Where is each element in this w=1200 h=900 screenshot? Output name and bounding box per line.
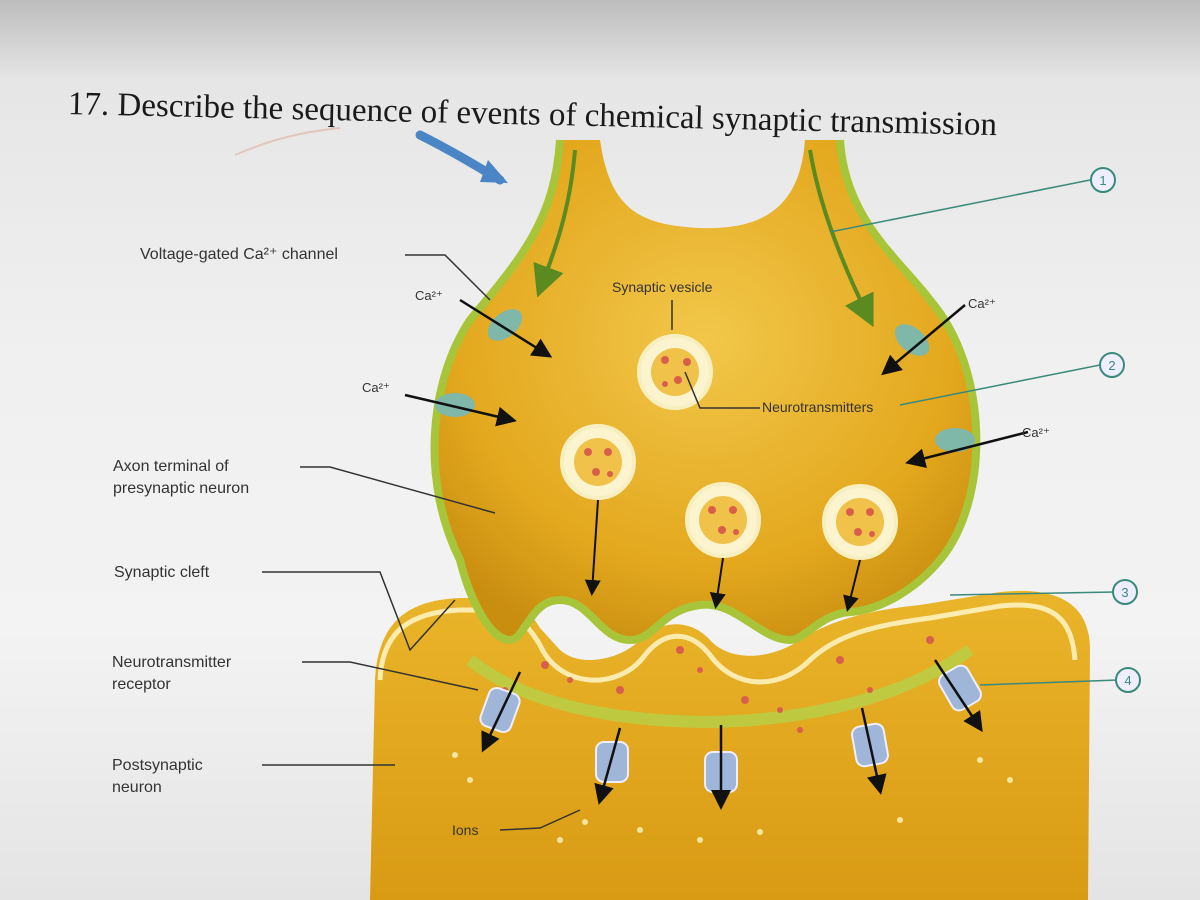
calcium-label: Ca²⁺: [968, 296, 996, 311]
receptor-label-line1: Neurotransmitter: [112, 654, 232, 671]
step-marker-1: 1: [1090, 167, 1116, 193]
vesicle-arrow: [584, 499, 601, 596]
calcium-channel: [881, 304, 966, 376]
postsynaptic-label: Postsynaptic neuron: [112, 755, 203, 799]
postsynaptic-neuron: [370, 590, 1090, 900]
synaptic-vesicle: [822, 484, 898, 560]
neurotransmitter-receptor: [594, 727, 629, 805]
synaptic-vesicle: [637, 334, 713, 410]
calcium-channel: [404, 393, 517, 427]
neurotransmitters-label: Neurotransmitters: [762, 399, 873, 415]
postsynaptic-label-line1: Postsynaptic: [112, 757, 203, 774]
voltage-gated-channel-label: Voltage-gated Ca²⁺ channel: [140, 246, 338, 263]
receptor-label-line2: receptor: [112, 676, 171, 693]
svg-text:1: 1: [1099, 173, 1106, 188]
svg-text:3: 3: [1121, 585, 1128, 600]
neurotransmitter-receptor: [479, 671, 522, 753]
svg-text:2: 2: [1108, 358, 1115, 373]
axon-terminal-label-line1: Axon terminal of: [113, 458, 229, 475]
synaptic-vesicle: [560, 424, 636, 500]
annotation-arrowhead: [480, 160, 508, 183]
calcium-label: Ca²⁺: [1022, 425, 1050, 440]
leader-lines: [262, 254, 760, 831]
calcium-channel: [905, 428, 1029, 468]
synaptic-cleft: [466, 645, 974, 729]
calcium-channel: [459, 298, 553, 358]
presynaptic-membrane: [430, 139, 981, 645]
neurotransmitter-receptor: [851, 707, 889, 795]
axon-terminal-label: Axon terminal of presynaptic neuron: [113, 456, 249, 500]
synaptic-cleft-label: Synaptic cleft: [114, 564, 210, 581]
annotation-scribble: [234, 127, 341, 156]
vesicle-arrow: [843, 559, 861, 612]
ions-label: Ions: [452, 822, 478, 838]
receptor-label: Neurotransmitter receptor: [112, 652, 231, 696]
step-marker-3: 3: [1112, 579, 1138, 605]
action-potential-arrow-left: [533, 149, 577, 298]
synaptic-vesicle-label: Synaptic vesicle: [612, 279, 713, 295]
synaptic-vesicle: [685, 482, 761, 558]
calcium-label: Ca²⁺: [415, 288, 443, 303]
postsynaptic-label-line2: neuron: [112, 779, 162, 796]
axon-terminal-label-line2: presynaptic neuron: [113, 480, 250, 497]
step-leader-lines: [829, 179, 1119, 686]
calcium-label: Ca²⁺: [362, 380, 390, 395]
svg-text:4: 4: [1124, 673, 1131, 688]
step-marker-4: 4: [1115, 667, 1141, 693]
step-marker-2: 2: [1099, 352, 1125, 378]
action-potential-arrow-right: [808, 149, 874, 328]
vesicle-arrow: [709, 557, 726, 609]
neurotransmitter-receptor: [933, 659, 983, 733]
ions: [452, 752, 1013, 843]
neurotransmitter-receptor: [704, 725, 738, 810]
